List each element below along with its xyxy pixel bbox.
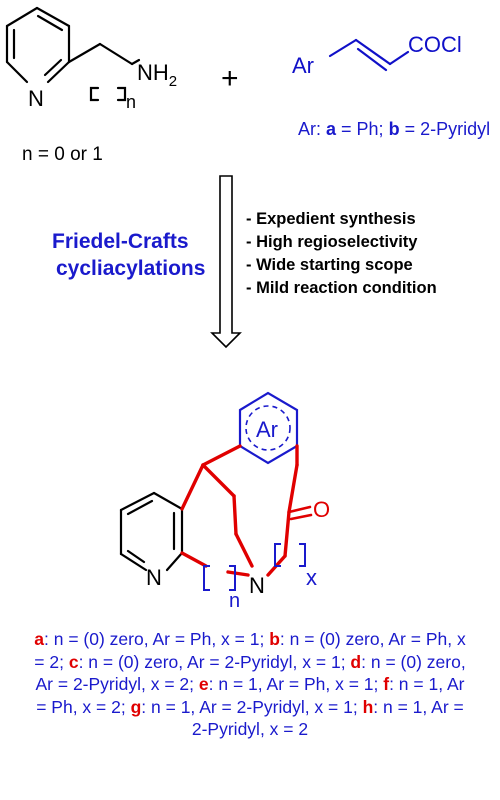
amine-group: NH2 [137, 60, 177, 90]
aryl-legend: Ar: a = Ph; b = 2-Pyridyl [298, 119, 490, 139]
n-bracket-right [229, 565, 236, 591]
product-macrocycle-bonds [180, 444, 299, 577]
bond [67, 42, 102, 64]
plus-sign: + [221, 62, 239, 95]
product-amine-nitrogen: N [249, 573, 265, 598]
reactant-acyl-chloride [328, 38, 410, 72]
product-repeat-brackets [203, 543, 306, 591]
n-bracket-left [203, 565, 210, 591]
repeat-bracket-right [116, 86, 127, 102]
compound-entry: b: n = (0) zero, Ar = Ph, x = 2; [34, 629, 466, 672]
bond [152, 491, 184, 511]
compound-entry: f: n = 1, Ar = Ph, x = 2; [36, 674, 465, 717]
ketone-double-bond [287, 505, 313, 521]
feature-item: - Wide starting scope [246, 256, 413, 274]
product-pyridine-ring [119, 491, 184, 572]
compound-entry: h: n = 1, Ar = 2-Pyridyl, x = 2 [191, 696, 464, 740]
ketone-oxygen: O [313, 497, 330, 522]
bond [388, 50, 410, 66]
compound-legend: a: n = (0) zero, Ar = Ph, x = 1; b: n = … [28, 628, 472, 741]
new-bond [232, 494, 238, 536]
bond [35, 6, 71, 28]
new-bond [283, 510, 291, 558]
feature-item: - Expedient synthesis [246, 210, 416, 228]
new-bond [226, 570, 250, 577]
bond [119, 491, 156, 512]
double-bond [36, 14, 64, 32]
new-bond [201, 463, 236, 498]
compound-entry: a: n = (0) zero, Ar = Ph, x = 1; [34, 629, 270, 649]
reaction-type-line2: cycliacylations [56, 257, 205, 280]
new-bond [180, 463, 205, 511]
bond [5, 6, 39, 28]
compound-entry: g: n = 1, Ar = 2-Pyridyl, x = 1; [130, 696, 363, 717]
pyridine-nitrogen: N [28, 86, 44, 111]
compound-entry: e: n = 1, Ar = Ph, x = 1; [198, 674, 384, 694]
compound-entry: d: n = (0) zero, Ar = 2-Pyridyl, x = 2; [35, 651, 466, 695]
reaction-scheme: N NH2 n n = 0 or 1 + Ar COCl Ar: a = Ph;… [5, 6, 490, 612]
feature-list: - Expedient synthesis - High regioselect… [246, 210, 437, 297]
double-bond [43, 58, 63, 77]
feature-item: - Mild reaction condition [246, 279, 437, 297]
bond [328, 38, 358, 58]
x-bracket-right [299, 543, 306, 567]
product-x-index: x [306, 565, 317, 590]
new-bond [180, 551, 208, 568]
bond [165, 551, 184, 572]
double-bond [126, 549, 146, 564]
x-bracket-left [274, 543, 281, 567]
double-bond [356, 47, 388, 72]
bond [119, 552, 148, 572]
new-bond [287, 463, 299, 514]
repeat-index: n [126, 92, 136, 112]
reaction-arrow [210, 175, 242, 349]
bond [46, 60, 71, 84]
bond [5, 60, 29, 84]
n-values-note: n = 0 or 1 [22, 144, 103, 165]
reaction-type-line1: Friedel-Crafts [52, 230, 189, 253]
acyl-chloride-group: COCl [408, 32, 462, 57]
new-bond [234, 532, 254, 568]
bond [98, 42, 134, 66]
aryl-group: Ar [292, 53, 314, 78]
feature-item: - High regioselectivity [246, 233, 418, 251]
product-n-index: n [229, 590, 240, 612]
reactant-pyridylamine [5, 6, 141, 102]
double-bond [126, 499, 154, 516]
product-pyridine-nitrogen: N [146, 565, 162, 590]
compound-entry: c: n = (0) zero, Ar = 2-Pyridyl, x = 1; [68, 651, 351, 672]
bond [130, 58, 141, 66]
repeat-bracket-left [89, 86, 100, 102]
new-bond [201, 444, 242, 467]
double-bond [354, 38, 392, 66]
product-aryl-label: Ar [256, 417, 278, 442]
